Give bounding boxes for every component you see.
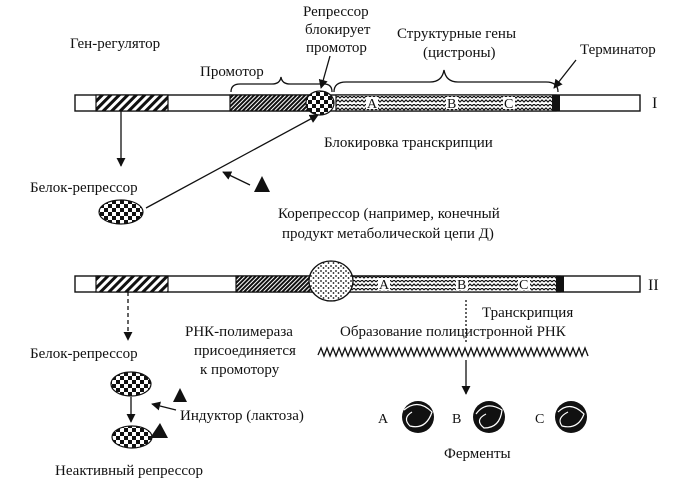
repressor-to-promoter-arrow — [145, 114, 319, 209]
gene-a-box — [366, 97, 378, 109]
gene-a-label: A — [367, 97, 378, 112]
polycistronic-rna-label: Образование полицистронной РНК — [340, 324, 567, 340]
panel-I: Ген-регулятор Репрессор блокирует промот… — [30, 4, 657, 242]
enzyme-c-blob — [555, 401, 587, 433]
blocks-arrow — [318, 55, 331, 89]
repressor-blocks-label-3: промотор — [306, 40, 367, 56]
enzyme-b-blob — [473, 401, 505, 433]
rna-polymerase — [308, 260, 354, 302]
inducer-label: Индуктор (лактоза) — [180, 408, 304, 424]
gene-c-label: C — [504, 97, 513, 112]
gene-b-label: B — [447, 97, 456, 112]
corepressor-triangle — [254, 176, 270, 192]
gene-a2-box — [378, 278, 390, 290]
promoter-label: Промотор — [200, 64, 264, 80]
inducer-arrow — [151, 401, 177, 411]
rna-polymerase-label-3: к промотору — [200, 362, 280, 378]
panel-II: A B C II Транскрипция РНК-полимераза при… — [30, 260, 659, 479]
enzyme-a-label: A — [378, 412, 389, 427]
corepressor-label-2: продукт метаболической цепи Д) — [282, 226, 494, 242]
gene-c2-box — [518, 278, 530, 290]
gene-a2-label: A — [379, 278, 390, 293]
promoter-brace — [230, 76, 333, 93]
inactive-repressor-label: Неактивный репрессор — [55, 463, 203, 479]
regulator-gene-segment — [95, 94, 169, 112]
terminator-label: Терминатор — [580, 42, 656, 58]
repressor-protein-label: Белок-репрессор — [30, 180, 138, 196]
enzyme-a-blob — [402, 401, 434, 433]
bound-repressor — [305, 90, 335, 116]
promoter-segment-2 — [235, 275, 317, 293]
transcription-block-label: Блокировка транскрипции — [324, 135, 493, 151]
repressor-blocks-label-2: блокирует — [305, 22, 371, 38]
rna-polymerase-label-1: РНК-полимераза — [185, 324, 293, 340]
gene-c-box — [503, 97, 515, 109]
roman-numeral-I: I — [652, 95, 657, 112]
repressor-blocks-label-1: Репрессор — [303, 4, 369, 20]
enzyme-c-label: C — [535, 412, 544, 427]
gene-b2-label: B — [457, 278, 466, 293]
structural-genes-label-1: Структурные гены — [397, 26, 516, 42]
repressor-protein-label-2: Белок-репрессор — [30, 346, 138, 362]
gene-regulator-label: Ген-регулятор — [70, 36, 160, 52]
enzymes-label: Ферменты — [444, 446, 511, 462]
structural-genes-label-2: (цистроны) — [423, 45, 496, 61]
transcription-label: Транскрипция — [482, 305, 573, 321]
terminator-segment — [552, 95, 560, 111]
corepressor-label-1: Корепрессор (например, конечный — [278, 206, 500, 222]
roman-numeral-II: II — [648, 277, 659, 294]
inactive-repressor-shape — [111, 425, 153, 449]
gene-b-box — [446, 97, 458, 109]
rna-polymerase-label-2: присоединяется — [194, 343, 296, 359]
corepressor-arrow — [222, 171, 251, 186]
terminator-arrow — [553, 59, 577, 89]
bound-inducer-triangle — [150, 423, 168, 438]
gene-b2-box — [456, 278, 468, 290]
enzyme-b-label: B — [452, 412, 461, 427]
regulator-gene-segment-2 — [95, 275, 169, 293]
terminator-segment-2 — [556, 276, 564, 292]
repressor-protein-shape-2 — [110, 371, 152, 397]
polycistronic-rna-wave — [317, 346, 589, 358]
structural-genes-brace — [333, 69, 559, 93]
repressor-protein-shape — [98, 199, 144, 225]
inducer-triangle — [173, 388, 187, 402]
promoter-segment — [229, 94, 311, 112]
gene-c2-label: C — [519, 278, 528, 293]
